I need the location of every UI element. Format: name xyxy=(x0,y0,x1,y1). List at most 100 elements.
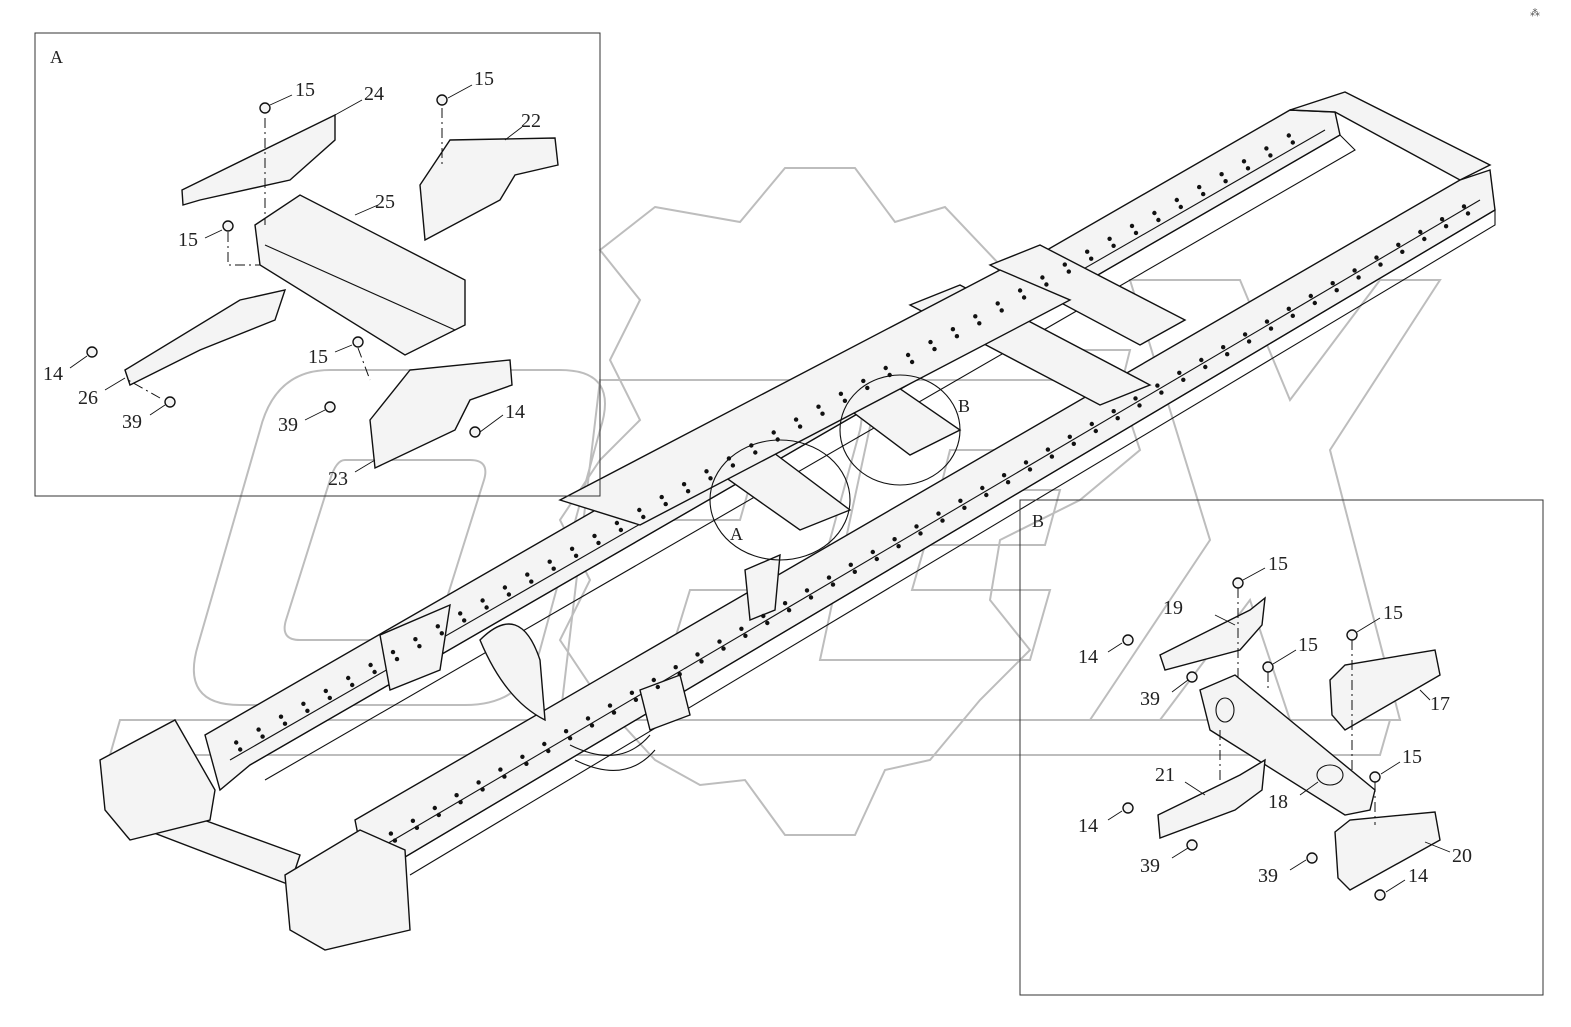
rivet-hole xyxy=(842,398,848,403)
rivet-hole xyxy=(936,511,941,516)
bolt-icon xyxy=(1306,852,1318,864)
rivet-hole xyxy=(685,489,691,494)
rivet-hole xyxy=(765,620,770,626)
rivet-hole xyxy=(848,562,853,567)
bolt-icon xyxy=(1186,671,1198,683)
rivet-hole xyxy=(238,747,243,752)
rivet-hole xyxy=(865,385,870,391)
corner-mark: ⁂ xyxy=(1530,8,1540,19)
rivet-hole xyxy=(1156,217,1161,223)
rivet-hole xyxy=(432,805,437,811)
rivet-hole xyxy=(1017,288,1023,293)
callout-14: 14 xyxy=(1078,646,1098,668)
rivet-hole xyxy=(1334,288,1339,293)
rivet-hole xyxy=(327,695,332,701)
rivet-hole xyxy=(569,546,575,551)
rivet-hole xyxy=(410,818,416,823)
callout-39: 39 xyxy=(122,411,142,433)
rivet-hole xyxy=(323,688,328,694)
rivet-hole xyxy=(721,646,726,651)
rivet-hole xyxy=(1443,224,1449,229)
rivet-hole xyxy=(739,626,744,631)
rivet-hole xyxy=(1422,236,1427,242)
rivet-hole xyxy=(1023,460,1029,465)
rivet-hole xyxy=(633,697,639,702)
rail-holes xyxy=(234,133,1471,843)
rivet-hole xyxy=(659,494,664,500)
rivet-hole xyxy=(1115,416,1120,421)
rivet-hole xyxy=(940,518,945,523)
rivet-hole xyxy=(435,624,440,629)
rivet-hole xyxy=(1221,345,1226,350)
callout-25: 25 xyxy=(375,191,395,213)
bolt-icon xyxy=(1369,771,1381,783)
rivet-hole xyxy=(1378,262,1383,267)
rivet-hole xyxy=(1005,480,1011,485)
rivet-hole xyxy=(999,308,1004,313)
rivet-hole xyxy=(414,825,420,830)
callout-14: 14 xyxy=(43,363,63,385)
rivet-hole xyxy=(1439,217,1445,222)
rivet-hole xyxy=(1021,295,1027,300)
callout-15: 15 xyxy=(1383,602,1403,624)
rivet-hole xyxy=(592,533,597,539)
rivet-hole xyxy=(502,585,508,590)
bolt-icon xyxy=(324,401,336,413)
rivet-hole xyxy=(782,601,788,606)
rivet-hole xyxy=(390,649,396,655)
rivet-hole xyxy=(883,365,888,371)
rivet-hole xyxy=(1203,364,1208,370)
rivet-hole xyxy=(995,301,1000,306)
rivet-hole xyxy=(462,618,467,623)
callout-17: 17 xyxy=(1430,693,1450,715)
rivet-hole xyxy=(816,404,821,409)
callout-15: 15 xyxy=(1268,553,1288,575)
rivet-hole xyxy=(1290,313,1296,318)
rear-end-crossmember xyxy=(1289,91,1492,181)
rivet-hole xyxy=(1111,409,1116,414)
rivet-hole xyxy=(1245,166,1251,171)
part-22-bracket xyxy=(419,137,559,242)
rivet-hole xyxy=(637,507,642,513)
rivet-hole xyxy=(520,754,525,759)
rivet-hole xyxy=(786,608,792,613)
rivet-hole xyxy=(1044,282,1049,287)
rivet-hole xyxy=(439,631,444,636)
rivet-hole xyxy=(973,314,978,319)
rivet-hole xyxy=(743,633,748,638)
rivet-hole xyxy=(573,553,579,558)
rivet-hole xyxy=(695,652,700,657)
rivet-hole xyxy=(677,672,682,677)
rivet-hole xyxy=(394,656,400,662)
rivet-hole xyxy=(1107,236,1112,241)
rivet-hole xyxy=(1066,269,1072,274)
callout-15: 15 xyxy=(178,229,198,251)
rivet-hole xyxy=(1225,352,1230,357)
rivet-hole xyxy=(1290,140,1296,145)
rivet-hole xyxy=(480,598,485,603)
rivet-hole xyxy=(1223,179,1228,184)
rivet-hole xyxy=(585,716,591,721)
detail-b-ring xyxy=(839,374,961,486)
rivet-hole xyxy=(546,748,551,754)
part-20-bracket xyxy=(1334,811,1441,891)
rivet-hole xyxy=(611,710,617,715)
rivet-hole xyxy=(651,677,656,683)
part-17-bracket xyxy=(1329,649,1441,731)
rivet-hole xyxy=(914,524,919,529)
rivet-hole xyxy=(874,556,879,562)
rivet-hole xyxy=(1027,467,1033,472)
rivet-hole xyxy=(1400,249,1405,254)
rivet-hole xyxy=(1330,281,1335,286)
rivet-hole xyxy=(498,767,503,772)
rivet-hole xyxy=(984,492,989,498)
rivet-hole xyxy=(1001,473,1007,478)
callout-39: 39 xyxy=(278,414,298,436)
detail-a: A xyxy=(34,32,601,497)
rivet-hole xyxy=(1129,223,1135,229)
rivet-hole xyxy=(392,838,398,843)
rivet-hole xyxy=(1312,300,1318,306)
rivet-hole xyxy=(234,740,239,745)
rivet-hole xyxy=(950,327,956,332)
